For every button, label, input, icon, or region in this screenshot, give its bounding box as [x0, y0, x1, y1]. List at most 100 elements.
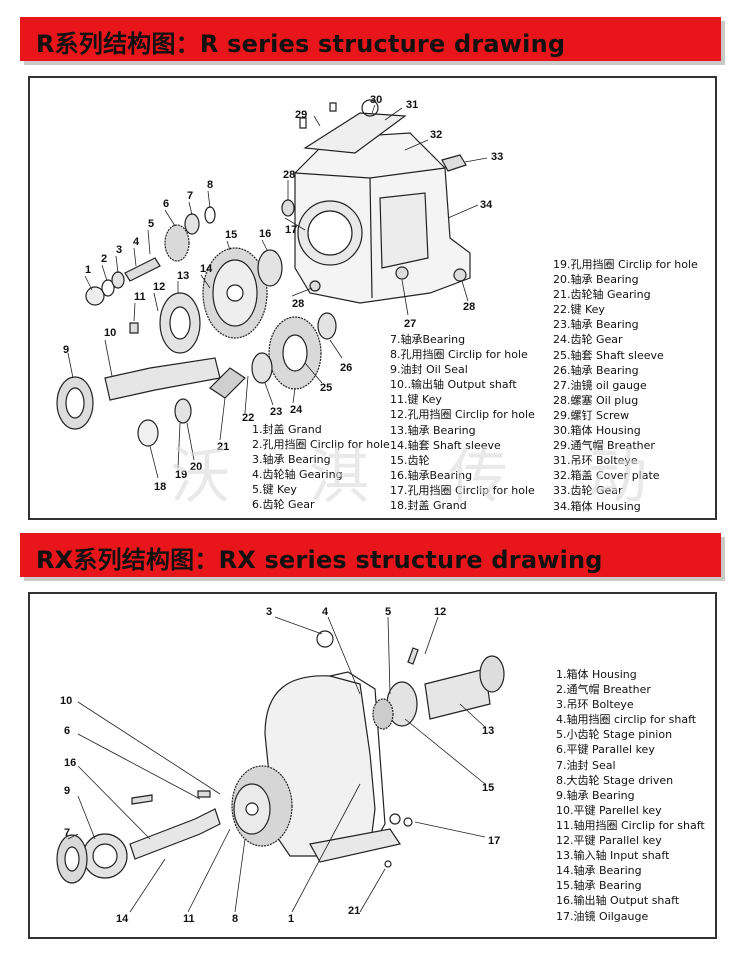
rx-callout-10: 10 — [60, 695, 72, 707]
r-callout-24: 24 — [290, 404, 303, 416]
r-legend-item: 13.轴承 Bearing — [390, 423, 476, 437]
r-callout-10: 10 — [104, 327, 116, 339]
r-legend-item: 14.轴套 Shaft sleeve — [390, 438, 501, 452]
rx-callout-11: 11 — [183, 913, 195, 925]
rx-legend-item: 14.轴承 Bearing — [556, 864, 642, 878]
r-callout-26: 26 — [340, 362, 352, 374]
r-legend-item: 22.键 Key — [553, 303, 605, 317]
rx-callout-8: 8 — [232, 913, 238, 925]
r-legend-item: 23.轴承 Bearing — [553, 318, 639, 332]
r-callout-25: 25 — [320, 382, 332, 394]
r-legend-item: 19.孔用挡圈 Circlip for hole — [553, 258, 698, 271]
r-callout-34: 34 — [480, 199, 493, 211]
rx-section-banner: RX系列结构图：RX series structure drawing — [20, 533, 721, 577]
r-legend-item: 1.封盖 Grand — [252, 423, 322, 436]
r-callout-23: 23 — [270, 406, 282, 418]
r-callout-30: 30 — [370, 94, 382, 106]
r-legend-item: 30.箱体 Housing — [553, 424, 641, 438]
r-legend-item: 18.封盖 Grand — [390, 499, 467, 513]
rx-legend-item: 15.轴承 Bearing — [556, 879, 642, 893]
r-callout-33: 33 — [491, 151, 503, 163]
r-callout-27: 27 — [404, 318, 416, 330]
r-callout-28: 28 — [463, 301, 475, 313]
r-callout-8: 8 — [207, 179, 213, 191]
r-callout-28: 28 — [283, 169, 295, 181]
r-callout-16: 16 — [259, 228, 271, 240]
r-callout-6: 6 — [163, 198, 169, 210]
r-legend-item: 21.齿轮轴 Gearing — [553, 288, 651, 302]
r-legend-item: 20.轴承 Bearing — [553, 273, 639, 287]
r-callout-31: 31 — [406, 99, 418, 111]
rx-legend-item: 5.小齿轮 Stage pinion — [556, 728, 673, 742]
r-legend-item: 27.油镜 oil gauge — [553, 378, 647, 392]
r-legend-item: 5.键 Key — [252, 483, 297, 497]
r-legend-item: 3.轴承 Bearing — [252, 453, 331, 467]
rx-callout-3: 3 — [266, 606, 272, 618]
r-callout-28: 28 — [292, 298, 304, 310]
r-callout-11: 11 — [134, 291, 146, 303]
rx-callout-14: 14 — [116, 913, 129, 925]
r-section-banner: R系列结构图：R series structure drawing — [20, 17, 721, 61]
rx-legend-item: 11.轴用挡圈 Circlip for shaft — [556, 818, 705, 832]
rx-callout-6: 6 — [64, 725, 70, 737]
r-callout-17: 17 — [285, 224, 297, 236]
r-legend-item: 6.齿轮 Gear — [252, 498, 315, 512]
rx-callout-4: 4 — [322, 606, 329, 618]
rx-callout-21: 21 — [348, 905, 360, 917]
r-legend-item: 17.孔用挡圈 Circlip for hole — [390, 483, 535, 497]
r-legend-item: 11.键 Key — [390, 393, 442, 407]
r-legend-item: 2.孔用挡圈 Circlip for hole — [252, 438, 390, 452]
rx-section-title: RX系列结构图：RX series structure drawing — [36, 546, 603, 574]
r-callout-18: 18 — [154, 481, 166, 493]
r-legend-item: 26.轴承 Bearing — [553, 363, 639, 377]
rx-legend-item: 9.轴承 Bearing — [556, 788, 635, 802]
r-callout-4: 4 — [133, 236, 140, 248]
r-callout-21: 21 — [217, 441, 229, 453]
rx-legend-item: 12.平键 Parallel key — [556, 834, 662, 848]
rx-legend-item: 7.油封 Seal — [556, 758, 616, 772]
r-callout-12: 12 — [153, 281, 165, 293]
r-callout-1: 1 — [85, 264, 91, 276]
r-legend-item: 7.轴承Bearing — [390, 333, 466, 346]
rx-callout-7: 7 — [64, 827, 70, 839]
rx-legend-item: 4.轴用挡圈 circlip for shaft — [556, 713, 697, 727]
r-legend-item: 8.孔用挡圈 Circlip for hole — [390, 348, 528, 362]
r-legend-item: 24.齿轮 Gear — [553, 333, 623, 347]
r-callout-15: 15 — [225, 229, 237, 241]
r-legend-item: 34.箱体 Housing — [553, 499, 641, 513]
r-legend-item: 28.螺塞 Oil plug — [553, 393, 639, 407]
r-legend-item: 15.齿轮 — [390, 453, 430, 467]
rx-legend-item: 16.输出轴 Output shaft — [556, 894, 680, 908]
r-callout-32: 32 — [430, 129, 442, 141]
r-legend-item: 4.齿轮轴 Gearing — [252, 468, 343, 482]
rx-legend-item: 3.吊环 Bolteye — [556, 698, 634, 712]
rx-legend-item: 10.平键 Parellel key — [556, 803, 662, 817]
r-section-title: R系列结构图：R series structure drawing — [36, 30, 566, 58]
rx-legend-item: 6.平键 Parallel key — [556, 743, 655, 757]
r-callout-5: 5 — [148, 218, 154, 230]
rx-callout-1: 1 — [288, 913, 294, 925]
r-callout-7: 7 — [187, 190, 193, 202]
r-legend-item: 12.孔用挡圈 Circlip for hole — [390, 408, 535, 422]
rx-callout-13: 13 — [482, 725, 494, 737]
r-callout-13: 13 — [177, 270, 189, 282]
r-legend-item: 9.油封 Oil Seal — [390, 363, 468, 377]
r-callout-9: 9 — [63, 344, 69, 356]
rx-callout-5: 5 — [385, 606, 391, 618]
rx-legend-item: 1.箱体 Housing — [556, 668, 637, 681]
rx-callout-16: 16 — [64, 757, 76, 769]
r-callout-3: 3 — [116, 244, 122, 256]
r-callout-29: 29 — [295, 109, 307, 121]
r-legend-item: 29.通气帽 Breather — [553, 439, 655, 453]
r-legend-item: 25.轴套 Shaft sleeve — [553, 348, 664, 362]
rx-callout-9: 9 — [64, 785, 70, 797]
r-legend-item: 10..输出轴 Output shaft — [390, 378, 517, 392]
